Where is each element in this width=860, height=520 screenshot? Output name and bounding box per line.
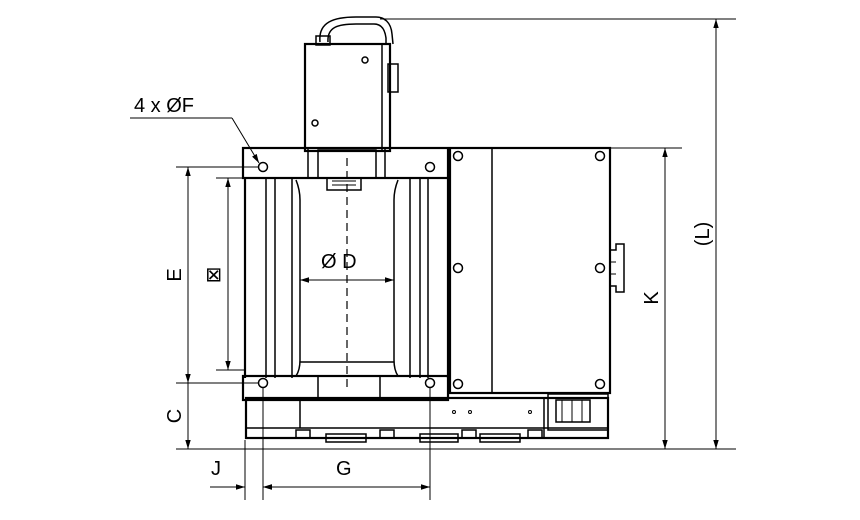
dim-e-label: E bbox=[164, 268, 186, 281]
mounting-hole bbox=[424, 377, 436, 389]
dim-j-g: J G bbox=[210, 388, 431, 500]
dim-c-label: C bbox=[164, 409, 186, 423]
mounting-hole bbox=[424, 161, 436, 173]
dim-g-label: G bbox=[336, 458, 352, 480]
holes-label: 4 x ØF bbox=[134, 95, 194, 117]
top-flange bbox=[241, 146, 450, 191]
dim-k: K bbox=[610, 147, 682, 450]
dim-l: (L) bbox=[380, 18, 736, 450]
bottom-flange bbox=[241, 374, 450, 402]
main-body bbox=[243, 158, 450, 392]
dim-e: E bbox=[164, 166, 258, 384]
dim-c: C bbox=[164, 383, 244, 450]
holes-callout: 4 x ØF bbox=[130, 95, 260, 164]
mounting-hole bbox=[257, 161, 269, 173]
diameter-dimension: Ø D bbox=[300, 251, 394, 283]
dim-k-label: K bbox=[641, 291, 663, 305]
dim-l-label: (L) bbox=[692, 222, 714, 246]
diameter-label: Ø D bbox=[321, 251, 357, 273]
base-plate bbox=[244, 393, 610, 443]
right-box bbox=[448, 146, 625, 395]
dim-square: ⊠ bbox=[203, 177, 244, 371]
mounting-hole bbox=[257, 377, 269, 389]
square-symbol-label: ⊠ bbox=[203, 267, 225, 284]
dim-j-label: J bbox=[211, 458, 221, 480]
motor-housing bbox=[303, 16, 399, 153]
